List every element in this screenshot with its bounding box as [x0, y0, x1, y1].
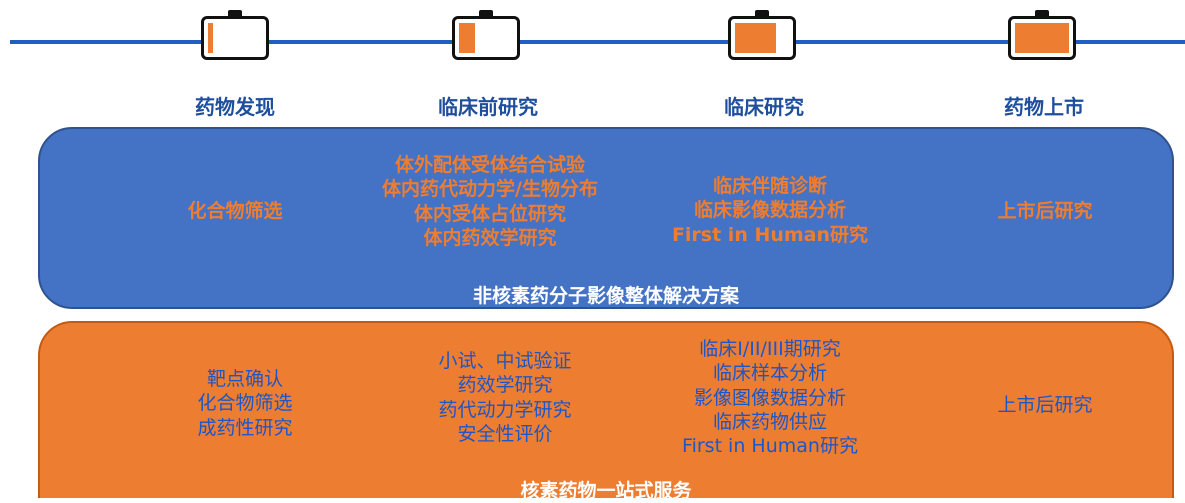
stage-label-preclinical: 临床前研究 [438, 95, 538, 119]
battery-cap [479, 10, 493, 16]
cell-line: 体内受体占位研究 [413, 202, 566, 225]
orange-panel-title: 核素药物一站式服务 [520, 480, 692, 502]
nuclide-one-stop-panel: 靶点确认 化合物筛选 成药性研究 小试、中试验证 药效学研究 药代动力学研究 安… [38, 321, 1174, 502]
battery-fill [208, 23, 213, 53]
cell-line: 上市后研究 [997, 394, 1093, 416]
cell-line: 体外配体受体结合试验 [394, 154, 585, 176]
cell-line: 临床样本分析 [712, 362, 827, 385]
battery-fill [459, 23, 475, 53]
battery-fill [735, 23, 776, 53]
cell-line: 成药性研究 [197, 416, 293, 439]
stage-label-clinical: 临床研究 [724, 95, 804, 119]
cell-line: 临床I/II/III期研究 [699, 338, 841, 360]
timeline-line [10, 40, 1185, 44]
cell-line: 临床伴随诊断 [712, 175, 827, 197]
cell-line: 安全性评价 [457, 422, 553, 445]
cell-line: 体内药效学研究 [423, 226, 557, 249]
battery-icon [201, 10, 269, 60]
blue-column-clinical: 临床伴随诊断 临床影像数据分析 First in Human研究 [630, 174, 910, 247]
cell-line: 药效学研究 [457, 374, 553, 397]
battery-icon [1008, 10, 1076, 60]
cell-line: 化合物筛选 [187, 200, 283, 222]
battery-cap [755, 10, 769, 16]
stage-label-discovery: 药物发现 [195, 95, 275, 119]
cell-line: 靶点确认 [206, 368, 283, 390]
blue-panel-title: 非核素药分子影像整体解决方案 [472, 285, 739, 307]
blue-column-discovery: 化合物筛选 [135, 199, 335, 223]
cell-line: 临床影像数据分析 [693, 199, 846, 222]
orange-column-market: 上市后研究 [950, 393, 1140, 417]
blue-column-preclinical: 体外配体受体结合试验 体内药代动力学/生物分布 体内受体占位研究 体内药效学研究 [340, 153, 640, 250]
battery-icon [452, 10, 520, 60]
cell-line: First in Human研究 [671, 223, 869, 246]
orange-column-preclinical: 小试、中试验证 药效学研究 药代动力学研究 安全性评价 [385, 349, 625, 446]
battery-cap [228, 10, 242, 16]
cell-line: 体内药代动力学/生物分布 [382, 178, 598, 201]
battery-fill [1015, 23, 1069, 53]
orange-column-discovery: 靶点确认 化合物筛选 成药性研究 [145, 367, 345, 440]
cell-line: 上市后研究 [997, 200, 1093, 222]
cell-line: First in Human研究 [682, 435, 858, 458]
cell-line: 临床药物供应 [712, 410, 827, 433]
cell-line: 小试、中试验证 [438, 350, 572, 372]
cell-line: 化合物筛选 [197, 392, 293, 415]
battery-icon [728, 10, 796, 60]
orange-column-clinical: 临床I/II/III期研究 临床样本分析 影像图像数据分析 临床药物供应 Fir… [640, 337, 900, 459]
cell-line: 药代动力学研究 [438, 398, 572, 421]
non-nuclide-solution-panel: 化合物筛选 体外配体受体结合试验 体内药代动力学/生物分布 体内受体占位研究 体… [38, 127, 1174, 309]
battery-cap [1035, 10, 1049, 16]
stage-label-market: 药物上市 [1004, 95, 1084, 119]
blue-column-market: 上市后研究 [950, 199, 1140, 223]
cell-line: 影像图像数据分析 [693, 386, 846, 409]
